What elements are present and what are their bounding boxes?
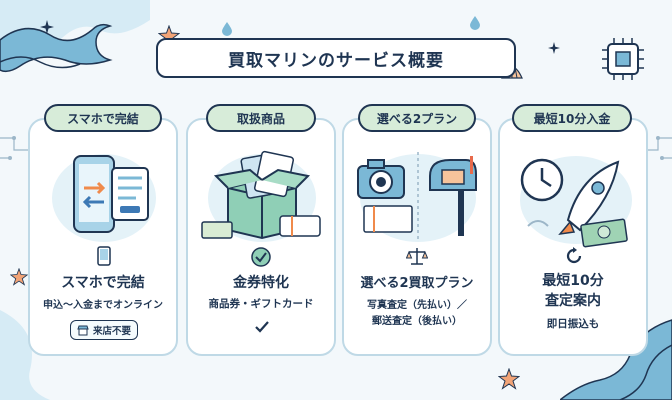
card-pill-smartphone: スマホで完結 bbox=[44, 104, 162, 132]
card-heading-line1: 最短10分 bbox=[542, 273, 604, 289]
store-icon bbox=[77, 325, 89, 335]
droplet-icon bbox=[222, 22, 232, 36]
check-circle-icon bbox=[251, 247, 271, 267]
chip-icon bbox=[602, 38, 644, 80]
wave-bottom-left-decoration bbox=[0, 310, 50, 400]
card-subtext: 申込〜入金までオンライン bbox=[43, 300, 163, 311]
balance-scale-icon bbox=[406, 248, 428, 265]
smartphone-icon bbox=[97, 246, 111, 266]
refresh-clock-icon bbox=[566, 247, 582, 264]
service-card-smartphone: スマホで完結 申込〜入金までオンライン 来店不要 bbox=[28, 118, 178, 356]
card-subtext: 即日振込も bbox=[546, 318, 600, 330]
clock-rocket-illustration bbox=[520, 156, 632, 248]
sparkle-icon bbox=[40, 20, 54, 34]
store-visit-badge: 来店不要 bbox=[70, 320, 139, 340]
service-card-plans: 選べる2買取プラン 写真査定（先払い）／ 郵送査定（後払い） bbox=[342, 118, 492, 356]
service-card-payout: 最短10分 査定案内 即日振込も bbox=[498, 118, 648, 356]
sparkle-icon bbox=[548, 42, 560, 54]
gift-card-box-illustration bbox=[201, 150, 321, 242]
check-mark-icon bbox=[255, 321, 269, 333]
starfish-icon bbox=[498, 368, 520, 390]
camera-mailbox-illustration bbox=[357, 152, 477, 242]
badge-label: 来店不要 bbox=[93, 326, 132, 337]
card-subtext: 商品券・ギフトカード bbox=[208, 298, 314, 310]
title-banner: 買取マリンのサービス概要 bbox=[156, 38, 516, 78]
card-heading: 金券特化 bbox=[233, 275, 289, 291]
card-heading-line2: 査定案内 bbox=[545, 293, 601, 309]
card-subtext-line2: 郵送査定（後払い） bbox=[372, 316, 462, 327]
card-pill-payout: 最短10分入金 bbox=[512, 104, 632, 132]
droplet-icon bbox=[470, 16, 480, 30]
card-heading: スマホで完結 bbox=[61, 275, 145, 291]
service-card-products: 金券特化 商品券・ギフトカード bbox=[186, 118, 336, 356]
circuit-lines-decoration bbox=[0, 136, 28, 160]
card-subtext-line1: 写真査定（先払い）／ bbox=[367, 300, 467, 311]
card-pill-products: 取扱商品 bbox=[206, 104, 316, 132]
page-title: 買取マリンのサービス概要 bbox=[228, 50, 444, 71]
starfish-icon bbox=[10, 268, 28, 286]
smartphone-form-illustration bbox=[52, 154, 156, 242]
wave-top-left-decoration bbox=[0, 0, 150, 73]
card-pill-plans: 選べる2プラン bbox=[358, 104, 476, 132]
card-heading: 選べる2買取プラン bbox=[360, 276, 474, 291]
circuit-lines-decoration bbox=[644, 136, 672, 160]
